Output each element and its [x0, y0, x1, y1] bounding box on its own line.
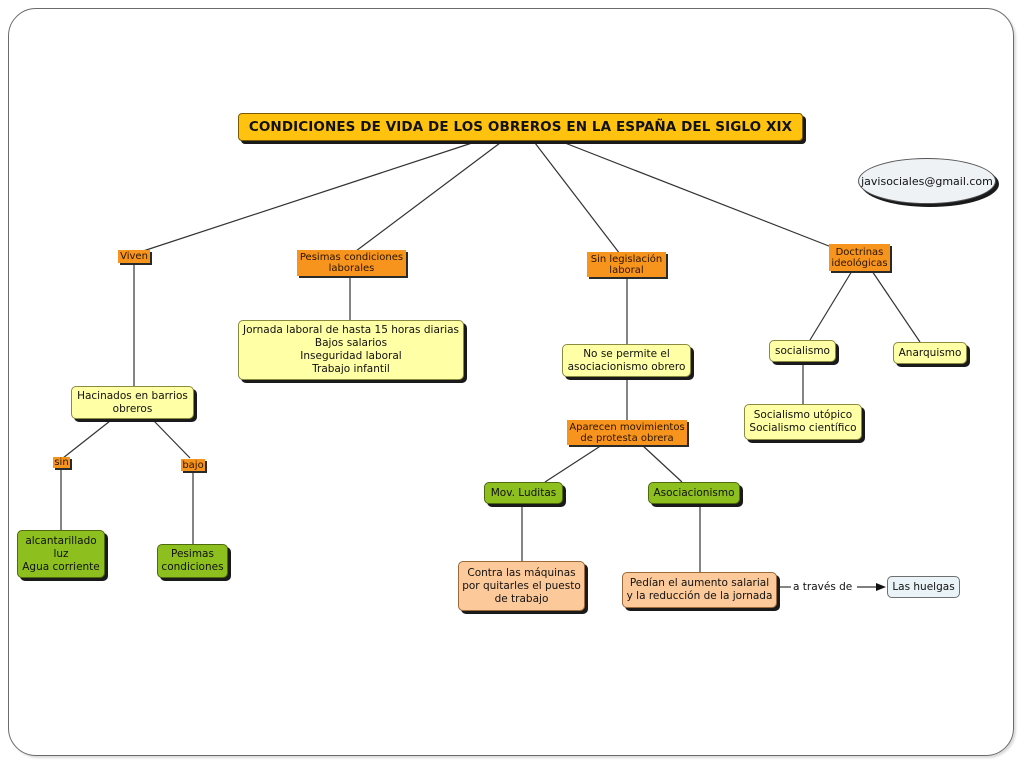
node-contra-maquinas: Contra las máquinas por quitarles el pue… [458, 561, 585, 611]
node-no-se-permite-text: No se permite el asociacionismo obrero [567, 347, 686, 373]
link-doctrinas-anarquismo [871, 270, 921, 343]
node-socialismo-text: socialismo [775, 344, 830, 357]
node-anarquismo: Anarquismo [893, 342, 967, 364]
node-socialismo-tipos-text: Socialismo utópico Socialismo científico [749, 409, 857, 434]
node-no-se-permite: No se permite el asociacionismo obrero [562, 344, 691, 377]
link-hacinados-bajo [153, 420, 191, 459]
node-alcantarillado-text: alcantarillado luz Agua corriente [22, 534, 100, 573]
map-title-text: CONDICIONES DE VIDA DE LOS OBREROS EN LA… [248, 118, 793, 135]
node-bajo-text: bajo [182, 459, 204, 471]
node-doctrinas-text: Doctrinas ideológicas [831, 246, 888, 269]
slide-frame [8, 8, 1014, 756]
node-jornada-laboral-text: Jornada laboral de hasta 15 horas diaria… [242, 324, 460, 375]
link-doctrinas-socialismo [809, 270, 853, 341]
link-title-viven [133, 142, 473, 255]
node-las-huelgas: Las huelgas [887, 576, 960, 598]
email-ellipse: javisociales@gmail.com [858, 158, 996, 204]
node-pesimas-condiciones-laborales-text: Pesimas condiciones laborales [299, 252, 404, 274]
node-pesimas-condiciones-laborales: Pesimas condiciones laborales [297, 250, 406, 276]
node-pesimas-condiciones-vivienda-text: Pesimas condiciones [161, 548, 224, 573]
link-aparecen-asoc [641, 444, 683, 483]
node-socialismo-tipos: Socialismo utópico Socialismo científico [744, 404, 862, 440]
arrow-head-icon [876, 583, 886, 591]
node-sin: sin [53, 457, 70, 468]
link-title-sinleg [534, 142, 621, 255]
node-asociacionismo: Asociacionismo [648, 482, 740, 504]
link-aparecen-luditas [544, 444, 603, 483]
node-mov-luditas: Mov. Luditas [484, 482, 563, 504]
link-label-a-traves-de: a través de [791, 581, 855, 593]
node-pedian: Pedían el aumento salarial y la reducció… [622, 572, 777, 608]
node-las-huelgas-text: Las huelgas [892, 580, 955, 593]
node-sin-legislacion-text: Sin legislación laboral [590, 253, 663, 276]
node-viven-text: Viven [120, 251, 148, 262]
node-sin-legislacion: Sin legislación laboral [587, 252, 666, 277]
map-title: CONDICIONES DE VIDA DE LOS OBREROS EN LA… [238, 113, 803, 141]
node-alcantarillado: alcantarillado luz Agua corriente [17, 530, 105, 578]
email-text: javisociales@gmail.com [861, 174, 993, 188]
node-jornada-laboral: Jornada laboral de hasta 15 horas diaria… [238, 320, 464, 380]
node-hacinados-text: Hacinados en barrios obreros [77, 389, 188, 415]
node-mov-luditas-text: Mov. Luditas [490, 486, 557, 499]
node-aparecen-movimientos: Aparecen movimientos de protesta obrera [567, 420, 687, 445]
node-pedian-text: Pedían el aumento salarial y la reducció… [626, 577, 773, 602]
node-contra-maquinas-text: Contra las máquinas por quitarles el pue… [462, 566, 581, 605]
node-hacinados: Hacinados en barrios obreros [71, 386, 194, 419]
node-viven: Viven [118, 250, 150, 263]
node-socialismo: socialismo [769, 340, 836, 362]
node-asociacionismo-text: Asociacionismo [653, 486, 735, 499]
link-title-pesimas [351, 142, 501, 255]
node-pesimas-condiciones-vivienda: Pesimas condiciones [157, 544, 228, 578]
node-sin-text: sin [54, 457, 69, 468]
link-hacinados-sin [62, 420, 111, 459]
link-title-doctrinas [564, 142, 835, 249]
node-anarquismo-text: Anarquismo [898, 346, 962, 359]
node-bajo: bajo [181, 459, 205, 471]
node-doctrinas: Doctrinas ideológicas [829, 244, 890, 271]
node-aparecen-movimientos-text: Aparecen movimientos de protesta obrera [569, 421, 685, 444]
